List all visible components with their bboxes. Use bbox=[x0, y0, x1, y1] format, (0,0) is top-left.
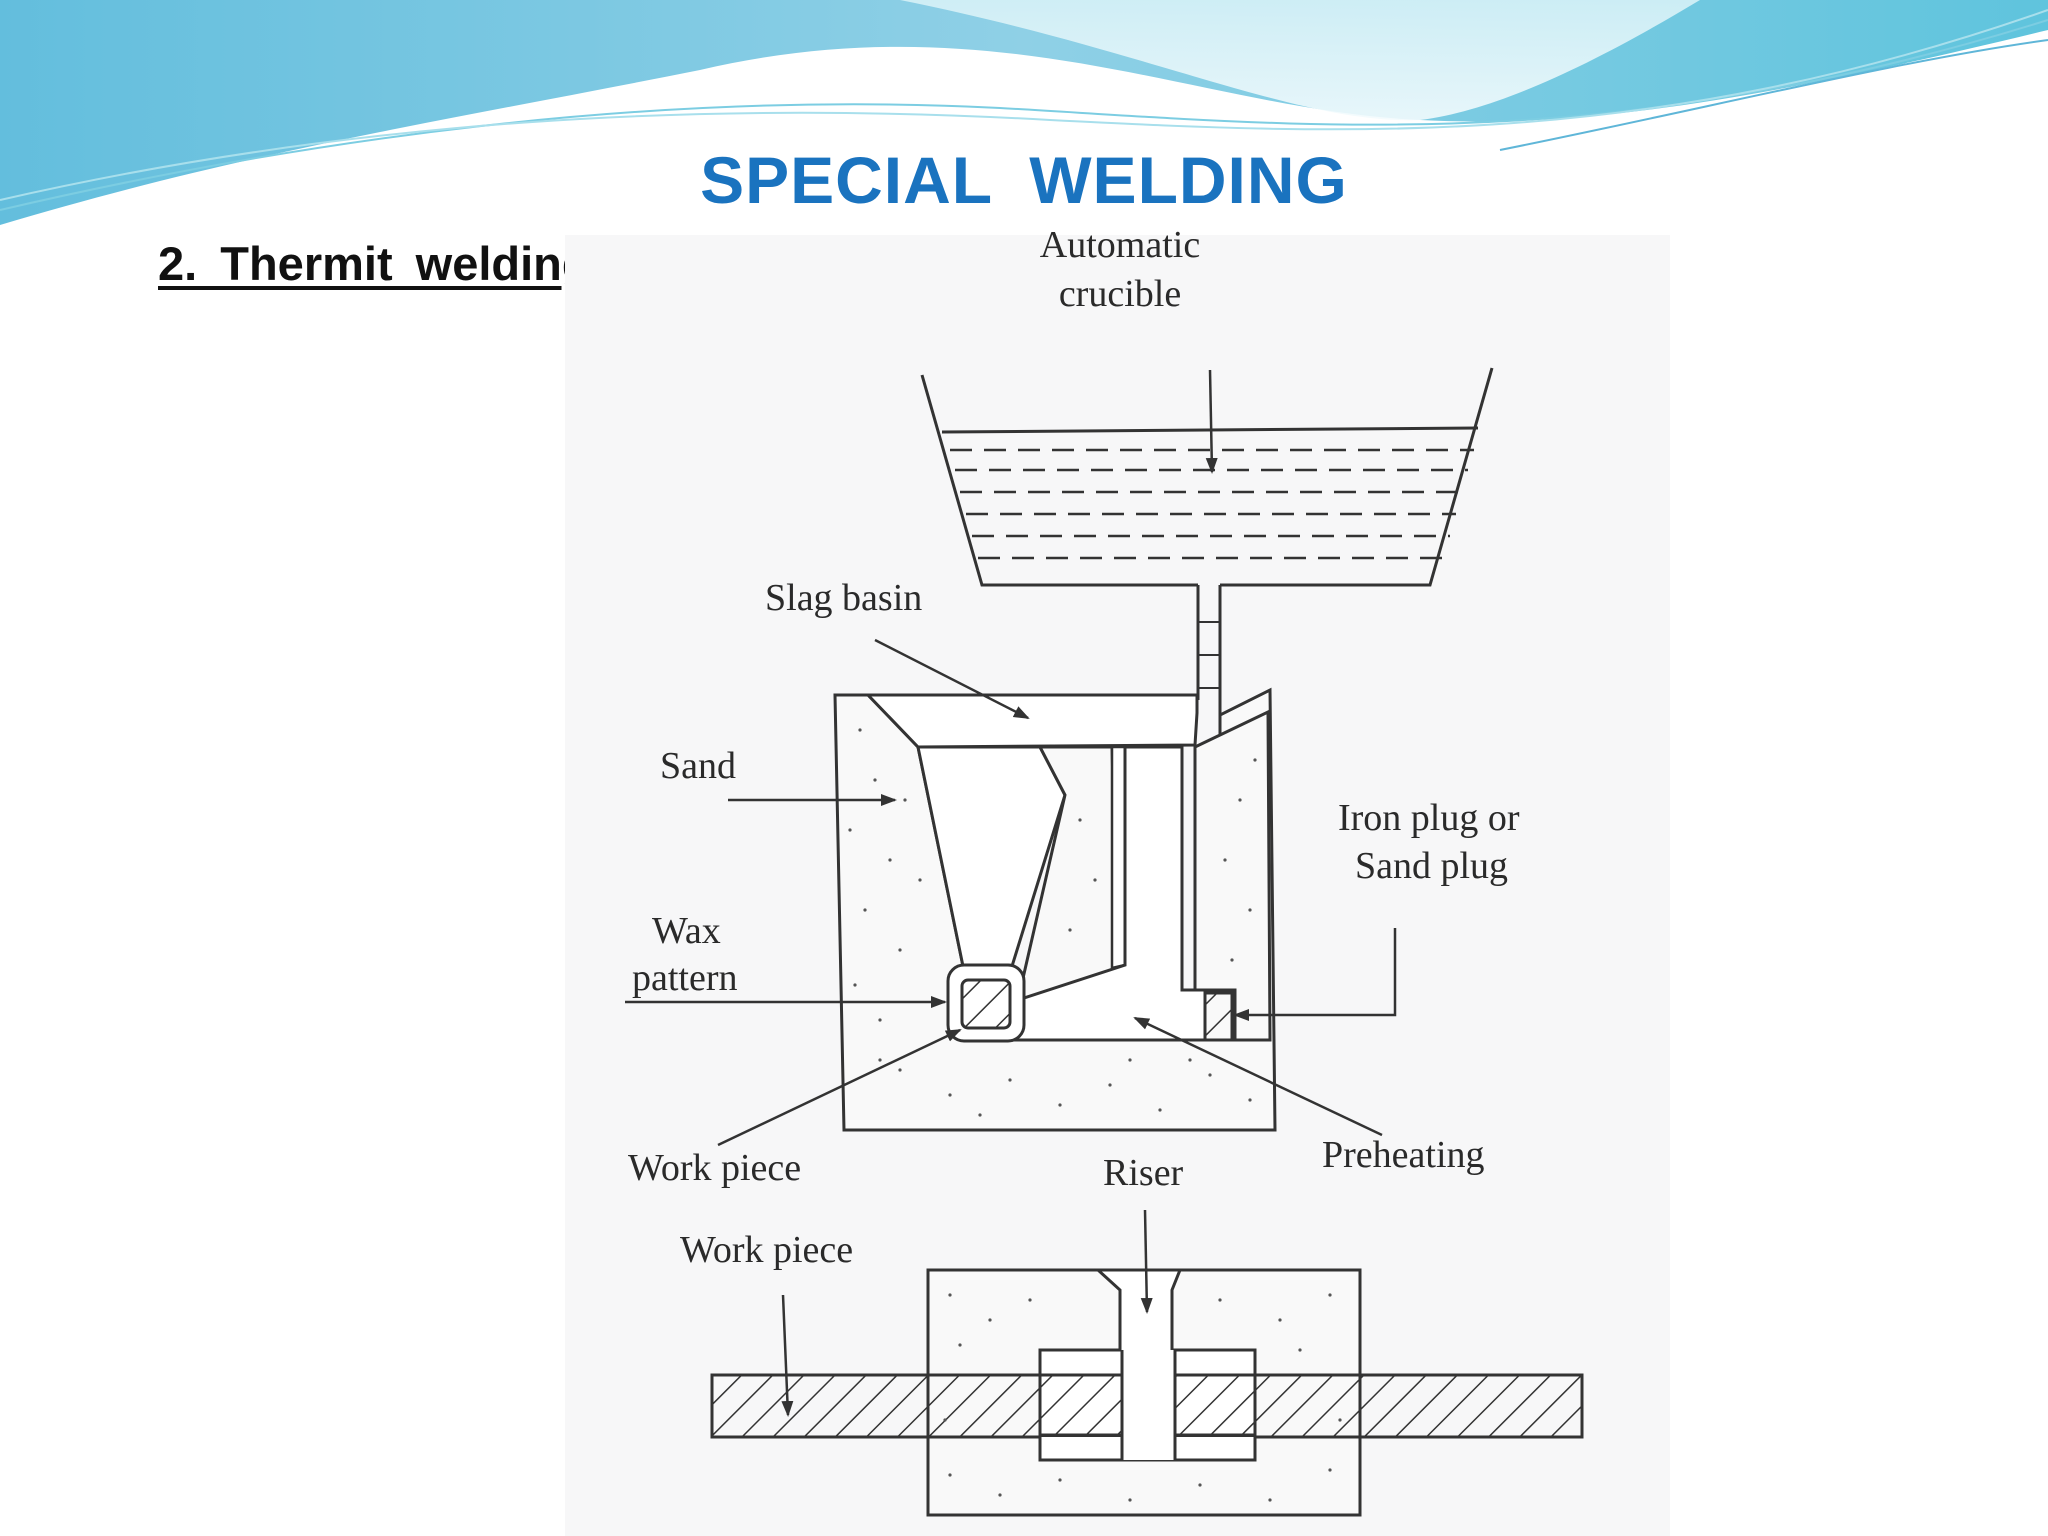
label-plug-line2: Sand plug bbox=[1355, 845, 1508, 887]
label-wax-line2: pattern bbox=[632, 957, 738, 999]
mould-upper bbox=[833, 687, 1277, 1132]
wave-line-2 bbox=[0, 9, 2048, 201]
molten-metal-dashes bbox=[950, 448, 1474, 560]
label-crucible-line2: crucible bbox=[1059, 273, 1181, 315]
label-slag-basin: Slag basin bbox=[765, 577, 922, 619]
sand-speckles bbox=[848, 728, 1257, 1117]
crucible-wall-right bbox=[1220, 367, 1494, 587]
label-work-piece-bottom: Work piece bbox=[680, 1229, 853, 1271]
plug-arrow bbox=[1233, 928, 1397, 1021]
work-piece-arrow bbox=[717, 1028, 962, 1147]
header-wave bbox=[0, 0, 2048, 225]
slag-basin-arrow bbox=[874, 638, 1030, 720]
weld-gap bbox=[1122, 1350, 1175, 1460]
label-wax-line1: Wax bbox=[652, 910, 721, 952]
slide-subtitle: 2. Thermit welding bbox=[158, 237, 591, 290]
work-piece-left bbox=[710, 1373, 1124, 1439]
central-channel bbox=[1110, 745, 1127, 970]
label-preheating: Preheating bbox=[1322, 1134, 1485, 1176]
wave-band-light bbox=[900, 0, 1700, 121]
preheating-arrow bbox=[1133, 1016, 1383, 1137]
label-work-piece-top: Work piece bbox=[628, 1147, 801, 1189]
crucible-wall-left bbox=[920, 374, 1198, 587]
slag-basin bbox=[864, 693, 1199, 749]
riser-arrow bbox=[1140, 1209, 1153, 1314]
label-riser: Riser bbox=[1103, 1152, 1184, 1194]
label-plug-line1: Iron plug or bbox=[1338, 797, 1520, 839]
lower-sand-speckles bbox=[943, 1293, 1342, 1502]
crucible-arrow bbox=[1205, 369, 1218, 474]
iron-plug bbox=[1203, 991, 1234, 1042]
wave-line-3 bbox=[1499, 39, 2048, 151]
right-sand-column bbox=[1193, 709, 1272, 1042]
label-crucible-line1: Automatic bbox=[1040, 224, 1200, 266]
leader-lines bbox=[625, 638, 1397, 1417]
label-sand: Sand bbox=[660, 745, 736, 787]
work-piece-section bbox=[960, 978, 1012, 1030]
slide-title: SPECIAL WELDING bbox=[700, 143, 1348, 217]
work-piece-right bbox=[1173, 1373, 1584, 1439]
mould-lower bbox=[710, 1268, 1584, 1517]
work-piece-bottom-arrow bbox=[781, 1294, 794, 1417]
